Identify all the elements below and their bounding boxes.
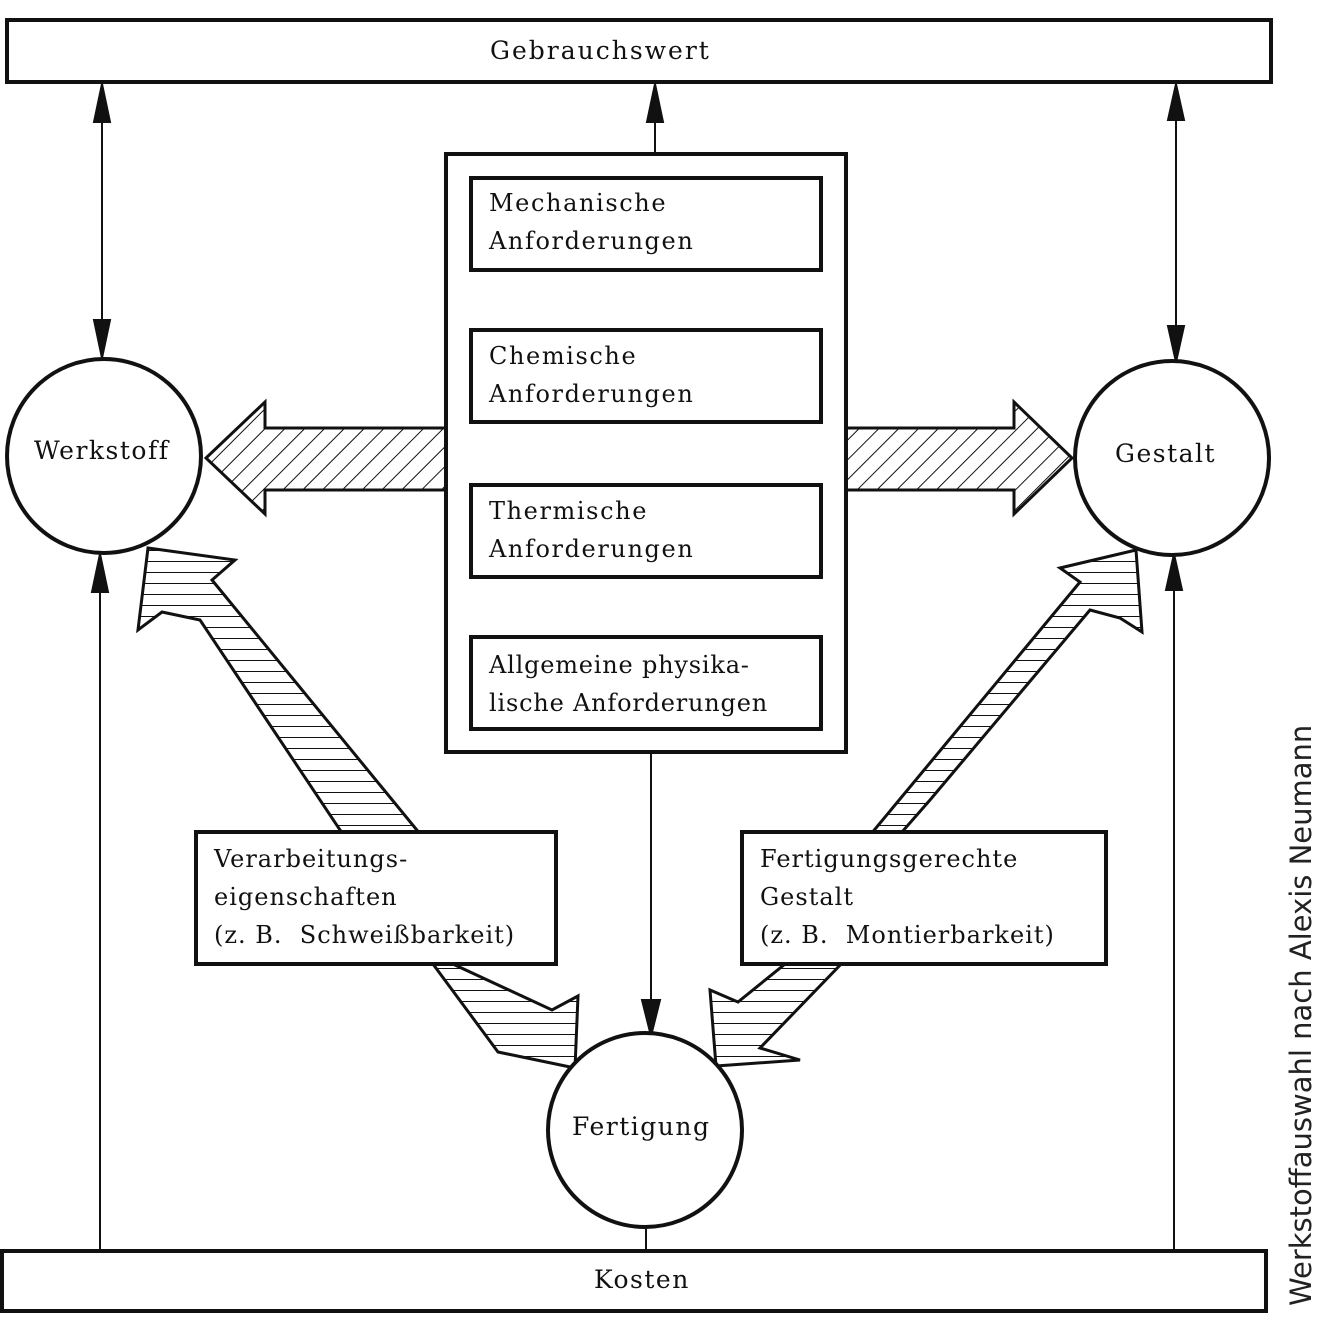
processing-line3: (z. B. Schweißbarkeit) xyxy=(214,921,516,949)
requirements-gebrauchswert-arrow xyxy=(645,83,665,154)
kosten-bar xyxy=(0,1249,1268,1313)
req-chemical-text: Chemische Anforderungen xyxy=(489,337,694,413)
req-physical-text: Allgemeine physika- lische Anforderungen xyxy=(489,646,768,722)
req-chemical-line2: Anforderungen xyxy=(489,380,695,408)
req-box-physical xyxy=(469,635,823,731)
hatched-arrow-to-gestalt xyxy=(844,398,1075,518)
req-thermal-text: Thermische Anforderungen xyxy=(489,492,694,568)
kosten-label: Kosten xyxy=(594,1265,690,1294)
req-thermal-line2: Anforderungen xyxy=(489,535,695,563)
hatched-arrow-to-werkstoff xyxy=(203,398,448,518)
hatched-arrow-gestalt-fertigung xyxy=(708,548,1144,1068)
manufacturing-shape-box xyxy=(740,830,1108,966)
req-mechanical-line2: Anforderungen xyxy=(489,227,695,255)
werkstoff-node xyxy=(5,357,203,555)
kosten-gestalt-arrow xyxy=(1164,553,1184,1251)
req-physical-line2: lische Anforderungen xyxy=(489,689,768,717)
fertigung-label: Fertigung xyxy=(572,1112,711,1141)
manufacturing-line3: (z. B. Montierbarkeit) xyxy=(760,921,1055,949)
req-box-thermal xyxy=(469,483,823,579)
req-mechanical-text: Mechanische Anforderungen xyxy=(489,184,694,260)
processing-properties-box xyxy=(194,830,558,966)
req-chemical-line1: Chemische xyxy=(489,342,638,370)
gebrauchswert-label: Gebrauchswert xyxy=(490,36,711,65)
fertigung-node xyxy=(546,1031,744,1229)
requirements-fertigung-arrow xyxy=(640,752,662,1037)
req-box-mechanical xyxy=(469,176,823,272)
werkstoff-gebrauchswert-connector xyxy=(92,83,112,359)
figure-caption: Werkstoffauswahl nach Alexis Neumann xyxy=(1284,724,1318,1306)
req-thermal-line1: Thermische xyxy=(489,497,648,525)
manufacturing-shape-text: Fertigungsgerechte Gestalt (z. B. Montie… xyxy=(760,840,1055,954)
kosten-werkstoff-arrow xyxy=(90,553,110,1251)
gebrauchswert-bar xyxy=(5,18,1273,84)
manufacturing-line2: Gestalt xyxy=(760,883,854,911)
req-physical-line1: Allgemeine physika- xyxy=(489,651,750,679)
gestalt-node xyxy=(1073,359,1271,557)
processing-line2: eigenschaften xyxy=(214,883,398,911)
req-box-chemical xyxy=(469,328,823,424)
processing-line1: Verarbeitungs- xyxy=(214,845,409,873)
manufacturing-line1: Fertigungsgerechte xyxy=(760,845,1019,873)
req-mechanical-line1: Mechanische xyxy=(489,189,668,217)
werkstoff-label: Werkstoff xyxy=(34,436,170,465)
processing-properties-text: Verarbeitungs- eigenschaften (z. B. Schw… xyxy=(214,840,515,954)
gestalt-gebrauchswert-connector xyxy=(1166,83,1186,363)
gestalt-label: Gestalt xyxy=(1115,439,1217,468)
